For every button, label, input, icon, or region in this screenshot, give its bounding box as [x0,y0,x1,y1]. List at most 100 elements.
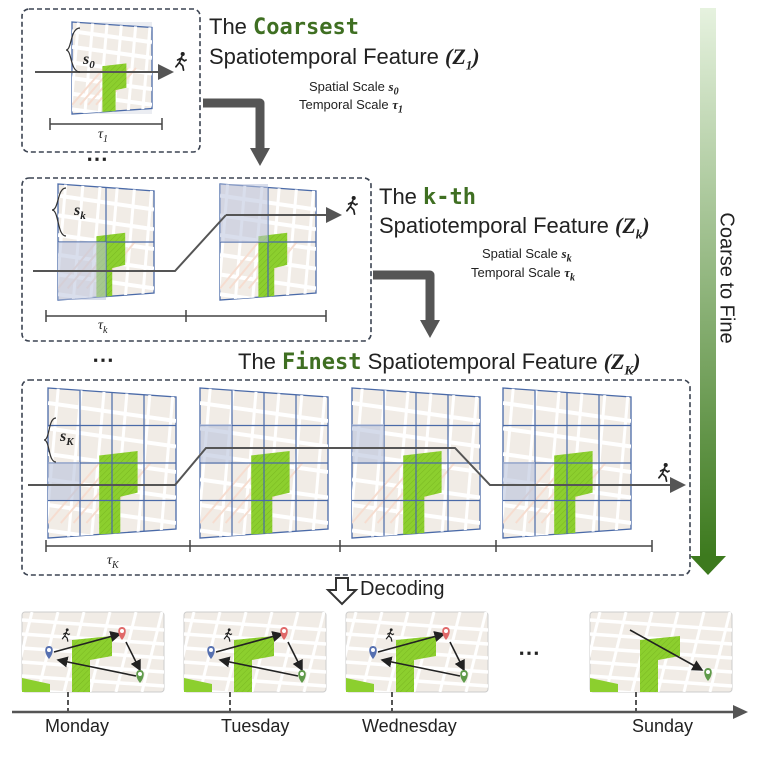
walker-body [223,630,233,642]
kth-title-line2: Spatiotemporal Feature (Zk) [379,213,650,242]
park-area [184,678,212,692]
route-arrow [449,641,465,672]
park-area [403,451,442,538]
street [590,674,732,688]
coarsest-tau-label: τ1 [98,127,109,145]
highlight-cell [352,424,384,462]
walker-body [658,466,670,483]
kth-title-line1: The k-th [379,184,477,210]
trajectory-line [33,214,227,272]
finest-s-label: sK [60,428,74,449]
kth-temporal-scale: Temporal Scale τk [471,265,576,284]
walker-head [351,196,356,201]
days-ellipsis: ⋯ [518,640,542,665]
elbow-arrow-2-head [420,320,440,338]
street [184,612,196,659]
map-streets [200,388,328,538]
walker-icon [346,196,358,216]
day-label-tuesday: Tuesday [221,716,290,736]
pin-body [207,646,215,659]
elbow-arrow-2 [373,270,435,322]
park-area [102,63,127,114]
coarsest-title-line1: The Coarsest [209,14,359,40]
trajectory-line [28,447,670,486]
park-area [396,636,436,692]
decoding-label: Decoding [360,578,445,600]
location-pin-icon [460,670,468,683]
pin-body [118,627,126,640]
street [72,44,152,60]
route-arrow [56,656,137,677]
walker-icon [61,628,71,642]
street [22,618,164,632]
pin-body [298,670,306,683]
walker-head [663,463,668,468]
title-prefix: The [209,14,247,39]
street-minor [352,462,404,524]
street [352,528,480,538]
street [590,612,602,659]
walker-icon [385,628,395,642]
street [22,674,164,688]
route-arrow [377,631,446,653]
pin-dot [47,648,51,652]
pin-body [460,670,468,683]
pin-dot [706,670,710,674]
walker-head [227,628,231,632]
street [708,612,732,692]
street [126,22,138,114]
highlight-cell [48,462,80,500]
pin-dot [444,629,448,633]
street [346,612,358,659]
finest-title: The Finest Spatiotemporal Feature (ZK) [238,349,641,378]
street [184,618,326,632]
street [276,612,300,692]
finest-frame [21,379,691,576]
street [140,22,152,114]
street [590,618,732,632]
highlight-cell [200,424,232,462]
street [302,612,326,692]
pin-dot [209,648,213,652]
route-arrow [287,641,303,672]
street [48,528,176,538]
park-area [99,451,138,538]
street [438,612,462,692]
street [503,528,631,538]
pin-body [136,670,144,683]
park-area [640,636,680,692]
coarsest-title-line2: Spatiotemporal Feature (Z1) [209,44,480,73]
elbow-arrow-1 [203,98,265,150]
park-area [251,451,290,538]
location-pin-icon [280,627,288,640]
street [140,612,164,692]
walker-icon [175,52,187,72]
route-arrow [380,656,461,677]
street [72,107,152,114]
walker-head [65,628,69,632]
walker-body [385,630,395,642]
decoded-day-map [21,611,165,712]
walker-body [175,55,187,72]
ellipsis-1: ⋯ [86,146,110,171]
location-pin-icon [442,627,450,640]
street [22,612,34,659]
street [346,618,488,632]
route-arrow [53,631,122,653]
pin-dot [462,672,466,676]
walker-head [389,628,393,632]
s-brace [51,187,67,237]
day-label-wednesday: Wednesday [362,716,457,736]
coarsest-s-label: s0 [83,51,95,72]
finest-feature [28,387,686,552]
location-pin-icon [369,646,377,659]
kth-spatial-scale: Spatial Scale sk [482,246,572,265]
location-pin-icon [45,646,53,659]
pin-dot [300,672,304,676]
walker-head [180,52,185,57]
highlight-cell [503,462,535,500]
day-label-sunday: Sunday [632,716,694,736]
kth-frame [21,177,372,342]
elbow-arrow-1-head [250,148,270,166]
